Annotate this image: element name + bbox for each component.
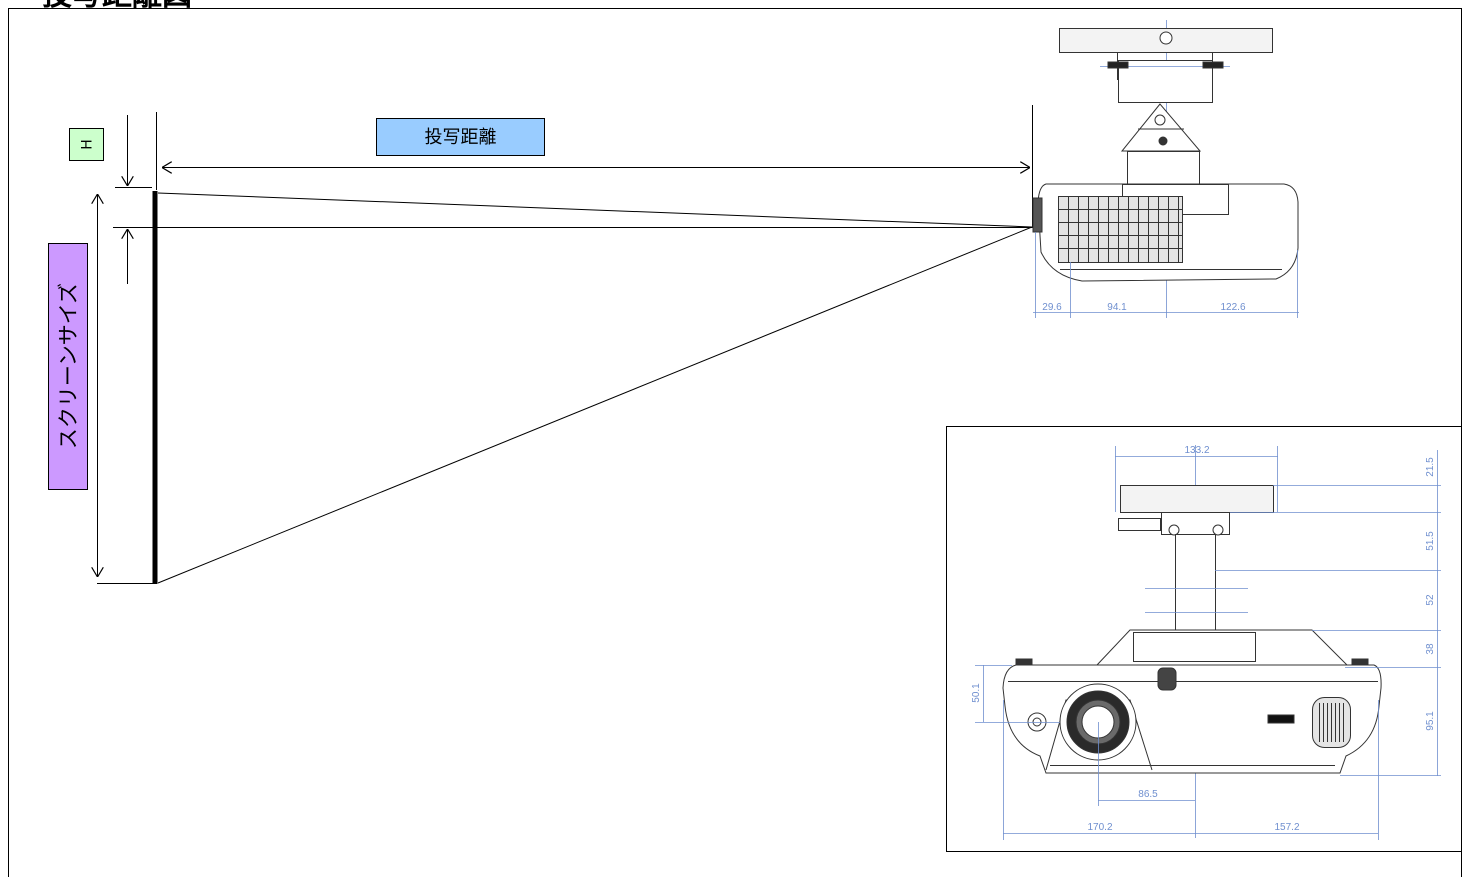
projection-distance-label: 投写距離 xyxy=(376,118,545,156)
projection-distance-text: 投写距離 xyxy=(425,127,497,148)
front-right-dimension-2: 51.5 xyxy=(1425,531,1436,551)
side-dimension-1: 29.6 xyxy=(1042,302,1062,313)
screen-size-label: スクリーンサイズ xyxy=(48,243,88,490)
side-vent xyxy=(1058,196,1183,263)
front-view-inset: 133.2 xyxy=(946,426,1462,852)
logo-plate xyxy=(1267,714,1295,724)
screen-size-text: スクリーンサイズ xyxy=(56,283,80,449)
bolt-right xyxy=(1202,61,1224,69)
projection-ray-bottom xyxy=(157,226,1033,584)
front-right-dimension-5: 95.1 xyxy=(1425,711,1436,731)
front-vent xyxy=(1312,697,1351,748)
projection-geometry xyxy=(97,105,1033,584)
front-right-dimension-4: 38 xyxy=(1425,643,1436,655)
front-bracket-bolt-right xyxy=(1212,524,1224,536)
h-text: H xyxy=(79,139,95,150)
sensor-inner xyxy=(1032,717,1042,727)
front-bottom-dimension-right: 157.2 xyxy=(1274,822,1299,833)
front-base-block xyxy=(1133,632,1256,662)
screen-size-box xyxy=(48,243,88,490)
mount-block xyxy=(1118,60,1213,103)
front-lens-offset-dimension: 86.5 xyxy=(1138,789,1158,800)
lens-glass xyxy=(1081,705,1115,739)
front-bracket-arm xyxy=(1118,518,1161,531)
lens-face xyxy=(1032,197,1043,233)
front-pole xyxy=(1175,534,1216,631)
front-bracket-bolt-left xyxy=(1168,524,1180,536)
h-label: H xyxy=(69,128,104,161)
front-connector xyxy=(1157,667,1177,691)
projection-ray-top xyxy=(157,192,1033,228)
bolt-left xyxy=(1107,61,1129,69)
front-right-dimension-3: 52 xyxy=(1425,594,1436,606)
front-lens-height-dimension: 50.1 xyxy=(971,683,982,703)
h-box xyxy=(69,128,104,161)
side-dimension-3: 122.6 xyxy=(1220,302,1245,313)
front-right-dimension-1: 21.5 xyxy=(1425,457,1436,477)
projector-side-view: 29.6 94.1 122.6 xyxy=(1032,20,1299,318)
tilt-pivot-lower xyxy=(1158,136,1168,146)
front-bottom-dimension-left: 170.2 xyxy=(1087,822,1112,833)
projection-distance-box xyxy=(376,118,545,156)
diagram-title: 投写距離図 xyxy=(42,0,192,13)
front-top-dimension: 133.2 xyxy=(1184,445,1209,456)
side-vent-frame xyxy=(1058,196,1183,263)
ceiling-plate-hole xyxy=(1159,31,1173,45)
mount-pole xyxy=(1127,151,1200,185)
tilt-pivot-upper xyxy=(1154,114,1166,126)
front-ceiling-plate xyxy=(1120,485,1274,513)
side-dimension-2: 94.1 xyxy=(1107,302,1127,313)
